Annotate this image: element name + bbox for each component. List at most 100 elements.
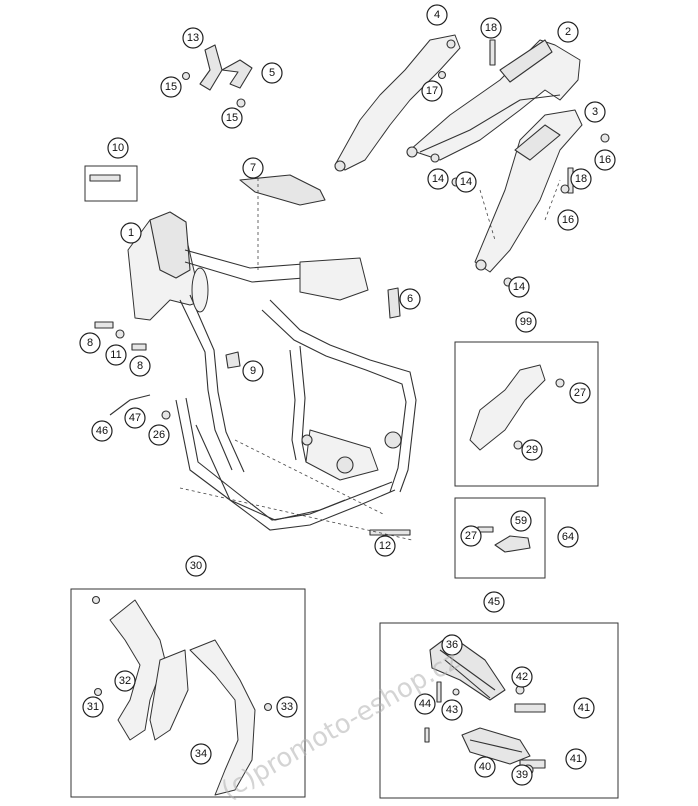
subframe-side-arm [474,109,583,273]
callout-label: 99 [520,316,532,328]
callout-label: 30 [190,560,202,572]
callout-label: 13 [187,32,199,44]
callout-15: 15 [160,76,182,98]
callout-6: 6 [399,288,421,310]
callout-label: 14 [432,173,444,185]
callout-circle [441,634,463,656]
callout-label: 59 [515,515,527,527]
callout-label: 12 [379,540,391,552]
callout-circle [91,420,113,442]
leader-lines [179,178,561,541]
footpeg-bracket-99 [469,364,565,451]
callout-label: 44 [419,698,431,710]
callout-label: 18 [575,173,587,185]
callout-circle [557,209,579,231]
callout-circle [221,107,243,129]
callout-label: 3 [592,106,598,118]
callout-41: 41 [565,748,587,770]
callout-5: 5 [261,62,283,84]
callout-8: 8 [79,332,101,354]
bracket-13 [199,44,223,91]
callout-39: 39 [511,764,533,786]
callout-label: 43 [446,704,458,716]
callout-circle [160,76,182,98]
callout-label: 27 [465,530,477,542]
screw-protector-bottom [93,687,103,697]
callout-64: 64 [557,526,579,548]
callout-label: 14 [513,281,525,293]
callout-label: 5 [269,67,275,79]
callout-label: 8 [137,360,143,372]
bracket-5 [221,59,253,89]
callout-circle [426,4,448,26]
group-box-10 [84,165,138,202]
callout-circle [570,168,592,190]
callout-circle [474,756,496,778]
small-hardware [89,39,610,536]
callout-40: 40 [474,756,496,778]
callout-circle [594,149,616,171]
callout-30: 30 [185,555,207,577]
callout-2: 2 [557,21,579,43]
callout-34: 34 [190,743,212,765]
callout-label: 11 [110,349,121,361]
callout-27: 27 [460,525,482,547]
callout-label: 41 [570,753,582,765]
callout-26: 26 [148,424,170,446]
callout-label: 27 [574,387,586,399]
frame-protector-7 [239,174,326,206]
callout-31: 31 [82,696,104,718]
callout-9: 9 [242,360,264,382]
main-frame [127,211,417,531]
screw-protector-right [263,702,273,712]
callout-label: 47 [129,412,141,424]
callout-circle [242,360,264,382]
callout-label: 16 [599,154,611,166]
callout-circle [455,171,477,193]
callout-43: 43 [441,699,463,721]
callout-14: 14 [455,171,477,193]
callout-41: 41 [573,697,595,719]
callout-circle [565,748,587,770]
callout-label: 17 [426,85,438,97]
callout-circle [510,510,532,532]
callout-circle [557,21,579,43]
callout-16: 16 [557,209,579,231]
callout-1: 1 [120,222,142,244]
group-box-30 [70,588,306,798]
callout-circle [480,17,502,39]
callout-label: 18 [485,22,497,34]
callout-27: 27 [569,382,591,404]
callout-circle [511,666,533,688]
callout-circle [399,288,421,310]
callout-label: 8 [87,337,93,349]
callout-11: 11 [105,344,127,366]
callout-label: 1 [128,227,134,239]
callout-circle [182,27,204,49]
callout-circle [129,355,151,377]
callout-10: 10 [107,137,129,159]
callout-label: 36 [446,639,458,651]
callout-12: 12 [374,535,396,557]
group-box-45 [379,622,619,799]
callout-44: 44 [414,693,436,715]
callout-circle [414,693,436,715]
callout-circle [242,157,264,179]
callout-label: 39 [516,769,528,781]
callout-label: 9 [250,365,256,377]
callout-label: 46 [96,425,108,437]
callout-label: 15 [165,81,177,93]
subframe [406,39,581,163]
callout-circle [120,222,142,244]
callout-label: 15 [226,112,238,124]
callout-18: 18 [480,17,502,39]
callout-circle [460,525,482,547]
callout-circle [511,764,533,786]
callout-label: 32 [119,675,131,687]
callout-16: 16 [594,149,616,171]
callout-36: 36 [441,634,463,656]
callout-circle [374,535,396,557]
callout-15: 15 [221,107,243,129]
